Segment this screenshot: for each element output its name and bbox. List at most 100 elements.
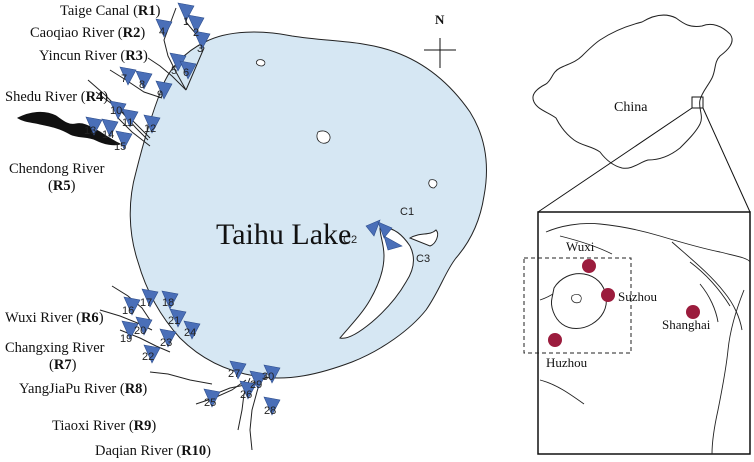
city-marker-huzhou	[548, 333, 562, 347]
site-number-label: 19	[120, 333, 132, 345]
site-number-label: 16	[122, 305, 134, 317]
site-marker	[121, 108, 139, 128]
site-marker	[123, 296, 141, 316]
site-number-label: 20	[134, 325, 146, 337]
site-marker	[229, 360, 247, 380]
site-marker	[161, 290, 179, 310]
river-label: Caoqiao River (R2)	[30, 25, 145, 41]
site-number-label: 30	[262, 371, 274, 383]
control-site-label: C1	[400, 206, 414, 218]
site-number-label: 22	[142, 351, 154, 363]
site-marker	[183, 320, 201, 340]
site-number-label: 7	[121, 73, 127, 85]
site-markers	[85, 2, 281, 416]
site-number-label: 25	[204, 397, 216, 409]
site-number-label: 21	[168, 315, 180, 327]
site-number-label: 11	[122, 117, 133, 129]
site-marker	[121, 320, 139, 340]
city-labels: Wuxi Suzhou Shanghai Huzhou	[546, 239, 711, 370]
peninsula-shape	[339, 227, 414, 339]
site-marker	[85, 116, 103, 136]
city-marker-suzhou	[601, 288, 615, 302]
site-marker	[159, 328, 177, 348]
site-marker	[239, 380, 257, 400]
locator-leader-line	[702, 107, 751, 213]
city-label: Suzhou	[618, 289, 658, 304]
control-site-marker	[383, 235, 403, 251]
island-shape	[316, 130, 331, 144]
river-label: Wuxi River (R6)	[5, 310, 104, 326]
site-marker	[109, 100, 127, 120]
site-marker	[263, 396, 281, 416]
river-label: Chendong River	[9, 161, 105, 177]
inset-islands	[571, 294, 582, 304]
site-number-label: 17	[140, 297, 152, 309]
river-label: (R7)	[49, 357, 77, 373]
city-label: Wuxi	[566, 239, 595, 254]
site-number-label: 15	[114, 141, 126, 153]
site-marker	[155, 80, 173, 100]
site-number-label: 2	[193, 27, 199, 39]
river-label: Daqian River (R10)	[95, 443, 211, 459]
site-number-label: 8	[139, 79, 145, 91]
city-marker-wuxi	[582, 259, 596, 273]
locator-leader-line	[537, 107, 693, 213]
china-outline-shape	[532, 14, 733, 169]
island-shape	[255, 59, 266, 67]
river-label: Yincun River (R3)	[39, 48, 148, 64]
north-label: N	[435, 12, 445, 27]
site-marker	[101, 118, 119, 138]
site-marker	[135, 316, 153, 336]
control-site-markers	[365, 219, 403, 251]
site-marker	[249, 370, 267, 390]
china-label: China	[614, 100, 648, 115]
site-marker	[169, 308, 187, 328]
site-number-label: 13	[84, 125, 96, 137]
control-site-label: C3	[416, 253, 430, 265]
lake-name-label: Taihu Lake	[216, 218, 351, 251]
study-area-box	[523, 257, 632, 354]
site-marker	[203, 388, 221, 408]
site-number-label: 29	[250, 379, 262, 391]
inlet-shape	[408, 229, 439, 247]
site-number-label: 14	[102, 129, 114, 141]
site-marker	[143, 114, 161, 134]
site-number-label: 10	[110, 105, 122, 117]
site-number-label: 9	[157, 89, 163, 101]
control-site-marker	[377, 221, 393, 239]
site-marker	[177, 2, 195, 22]
river-label: Taige Canal (R1)	[60, 3, 161, 19]
site-marker	[119, 66, 137, 86]
control-site-label: C2	[343, 234, 357, 246]
river-label: Tiaoxi River (R9)	[52, 418, 156, 434]
river-labels: Taige Canal (R1) Caoqiao River (R2) Yinc…	[5, 3, 211, 459]
site-number-label: 18	[162, 297, 174, 309]
site-number-label: 3	[197, 43, 203, 55]
city-marker-shanghai	[686, 305, 700, 319]
site-number-label: 1	[183, 16, 189, 28]
river-label: (R5)	[48, 178, 76, 194]
site-number-label: 12	[144, 123, 156, 135]
site-number-label: 6	[183, 67, 189, 79]
north-arrow-icon: N	[424, 12, 456, 68]
site-number-label: 5	[171, 65, 177, 77]
locator-box	[691, 96, 704, 109]
site-marker	[135, 70, 153, 90]
site-marker	[115, 130, 133, 150]
site-number-label: 24	[184, 327, 196, 339]
site-number-label: 4	[159, 26, 165, 38]
river-label: Changxing River	[5, 340, 105, 356]
river-label: Shedu River (R4)	[5, 89, 108, 105]
island-shape	[428, 179, 438, 189]
chendong-river-shape	[17, 111, 122, 146]
control-site-marker	[365, 219, 381, 237]
region-inset-frame	[537, 211, 751, 455]
city-label: Shanghai	[662, 317, 711, 332]
city-label: Huzhou	[546, 355, 588, 370]
site-marker	[193, 30, 211, 50]
site-marker	[179, 60, 197, 80]
site-marker	[263, 364, 281, 384]
